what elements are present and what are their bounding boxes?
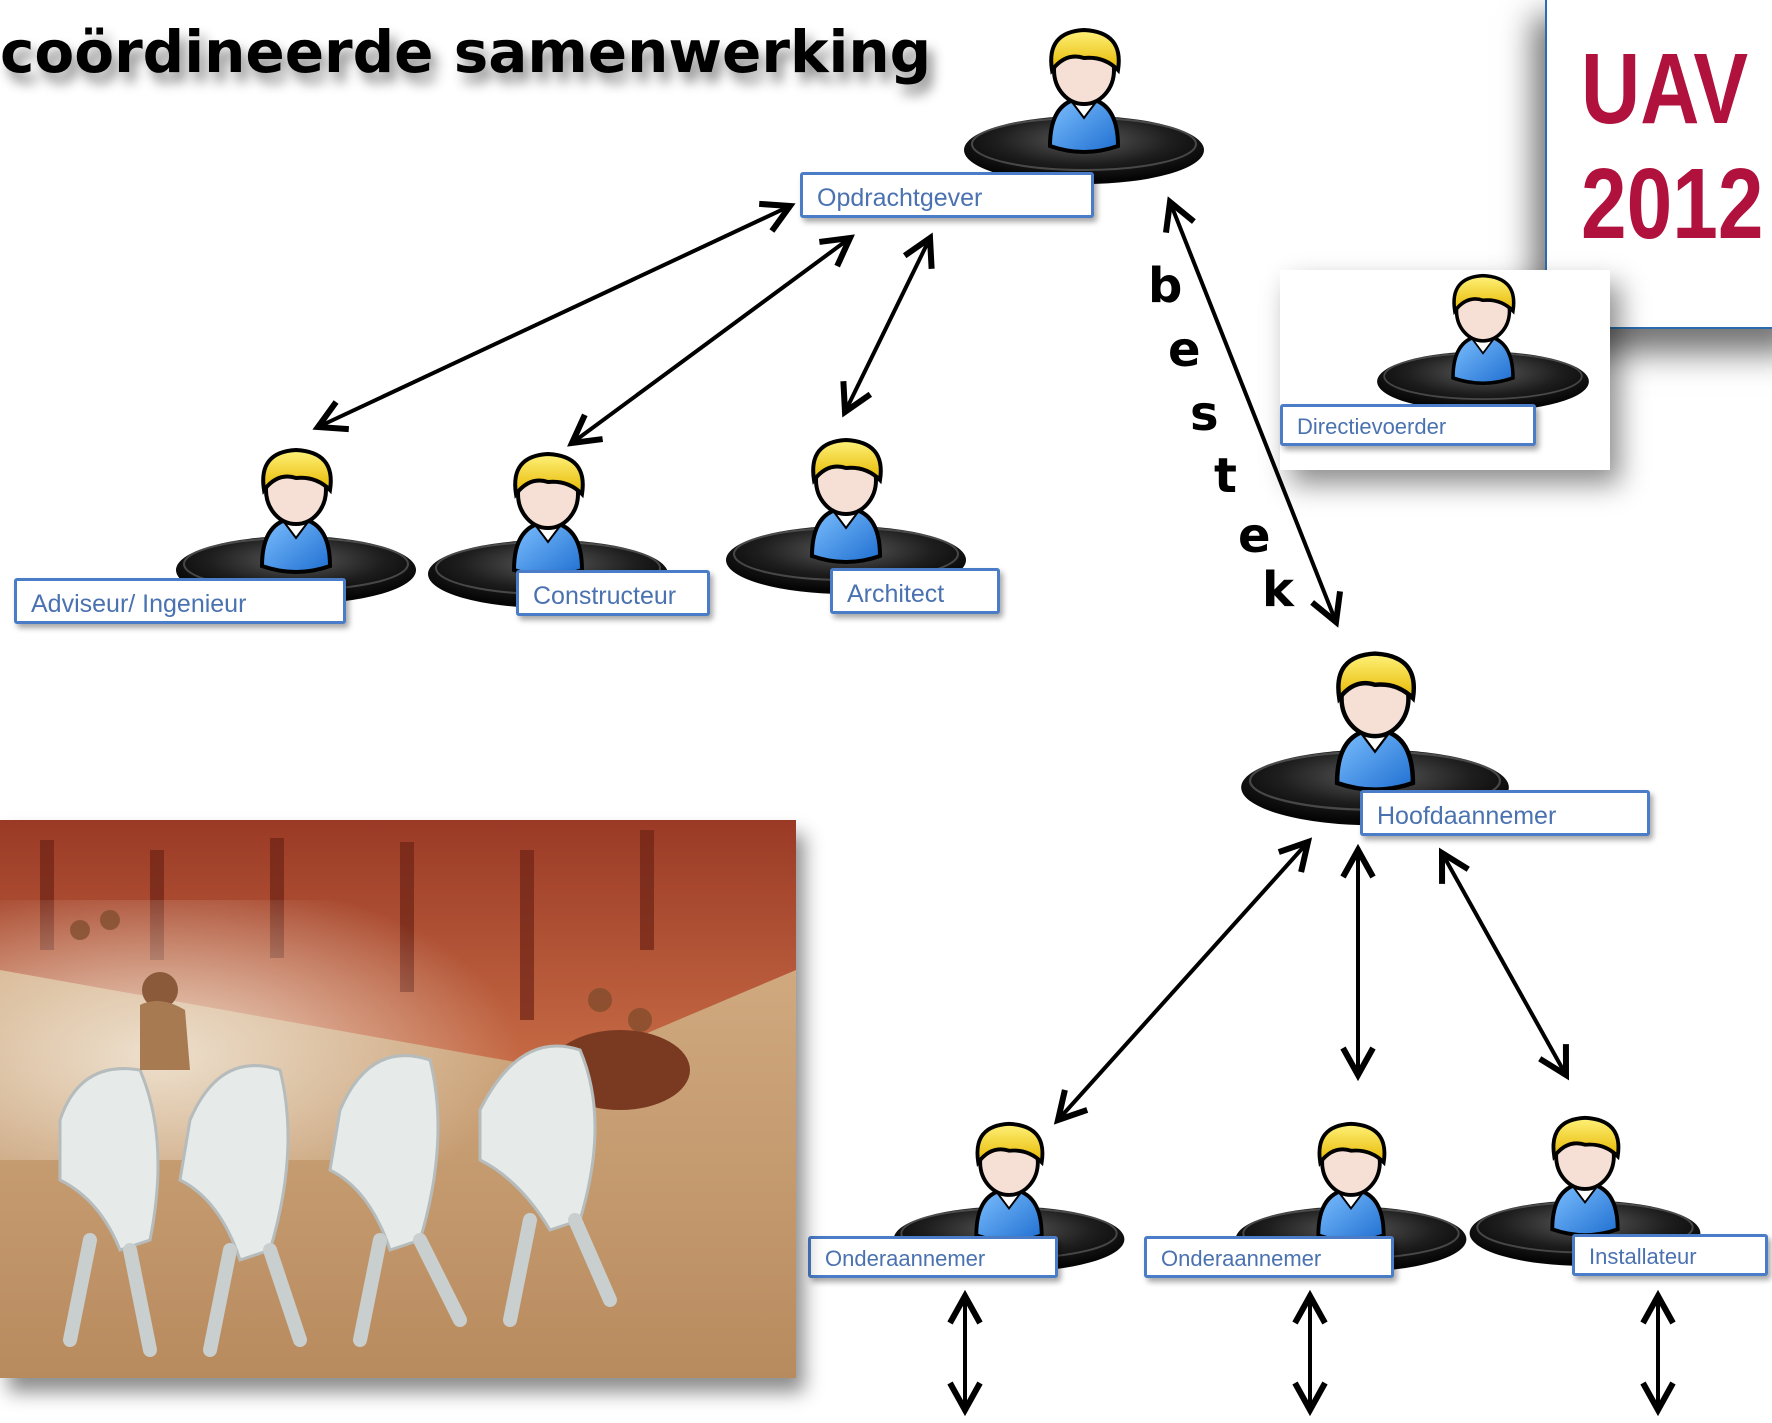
role-label-installateur: Installateur (1572, 1234, 1768, 1276)
page-title: coördineerde samenwerking (0, 18, 932, 86)
bestek-letter: t (1214, 448, 1237, 504)
bestek-letter: e (1238, 508, 1271, 564)
role-label-adviseur: Adviseur/ Ingenieur (14, 578, 346, 624)
role-label-onderaannemer-1: Onderaannemer (808, 1236, 1058, 1278)
role-label-onderaannemer-2: Onderaannemer (1144, 1236, 1394, 1278)
bestek-letter: s (1190, 386, 1219, 442)
arrow-hoofdaannemer-installateur (1442, 853, 1566, 1075)
uav-badge-line2: 2012 (1581, 148, 1764, 260)
arrow-bestek (1170, 202, 1336, 622)
role-label-directievoerder: Directievoerder (1280, 404, 1536, 446)
arrow-opdrachtgever-architect (845, 238, 930, 412)
arrow-opdrachtgever-constructeur (572, 238, 850, 443)
person-icon (954, 18, 1214, 188)
role-label-hoofdaannemer: Hoofdaannemer (1360, 790, 1650, 836)
uav-badge-line1: UAV (1581, 33, 1749, 145)
role-label-opdrachtgever: Opdrachtgever (800, 172, 1094, 218)
role-label-constructeur: Constructeur (516, 570, 710, 616)
role-label-architect: Architect (830, 568, 1000, 614)
bestek-letter: b (1148, 258, 1183, 314)
person-icon (1368, 265, 1598, 415)
chariot-race-photo (0, 820, 796, 1378)
bestek-letter: k (1262, 562, 1294, 618)
bestek-letter: e (1168, 322, 1201, 378)
arrow-opdrachtgever-adviseur (318, 206, 790, 427)
arrow-hoofdaannemer-onderaannemer-1 (1058, 842, 1308, 1120)
